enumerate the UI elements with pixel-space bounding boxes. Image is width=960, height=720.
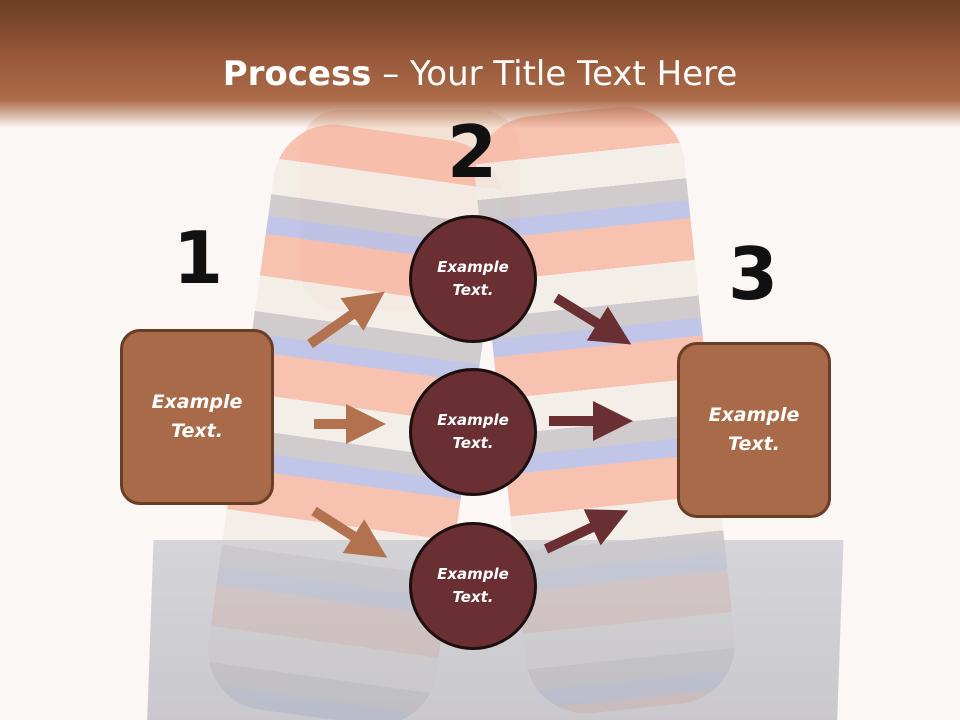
- left-text-box: Example Text.: [120, 329, 274, 505]
- process-circle-bottom: Example Text.: [409, 522, 537, 650]
- page-title: Process – Your Title Text Here: [0, 52, 960, 96]
- process-circle-top: Example Text.: [409, 215, 537, 343]
- title-bold: Process: [222, 54, 372, 94]
- right-text-box: Example Text.: [677, 342, 831, 518]
- arrow-right-bottom: [543, 509, 629, 554]
- arrow-left-bottom: [311, 506, 388, 558]
- left-box-label: Example Text.: [151, 391, 243, 442]
- circle-label: Example Text.: [437, 565, 509, 606]
- circle-label: Example Text.: [437, 258, 509, 299]
- step-number-3: 3: [727, 232, 779, 316]
- title-rest: – Your Title Text Here: [371, 54, 738, 94]
- circle-label: Example Text.: [437, 411, 509, 452]
- title-bar: [0, 0, 960, 128]
- process-circle-middle: Example Text.: [409, 368, 537, 496]
- step-number-2: 2: [446, 110, 498, 194]
- step-number-1: 1: [172, 216, 224, 300]
- arrow-left-top: [307, 291, 385, 349]
- right-box-label: Example Text.: [708, 404, 800, 455]
- arrow-right-top: [553, 293, 632, 345]
